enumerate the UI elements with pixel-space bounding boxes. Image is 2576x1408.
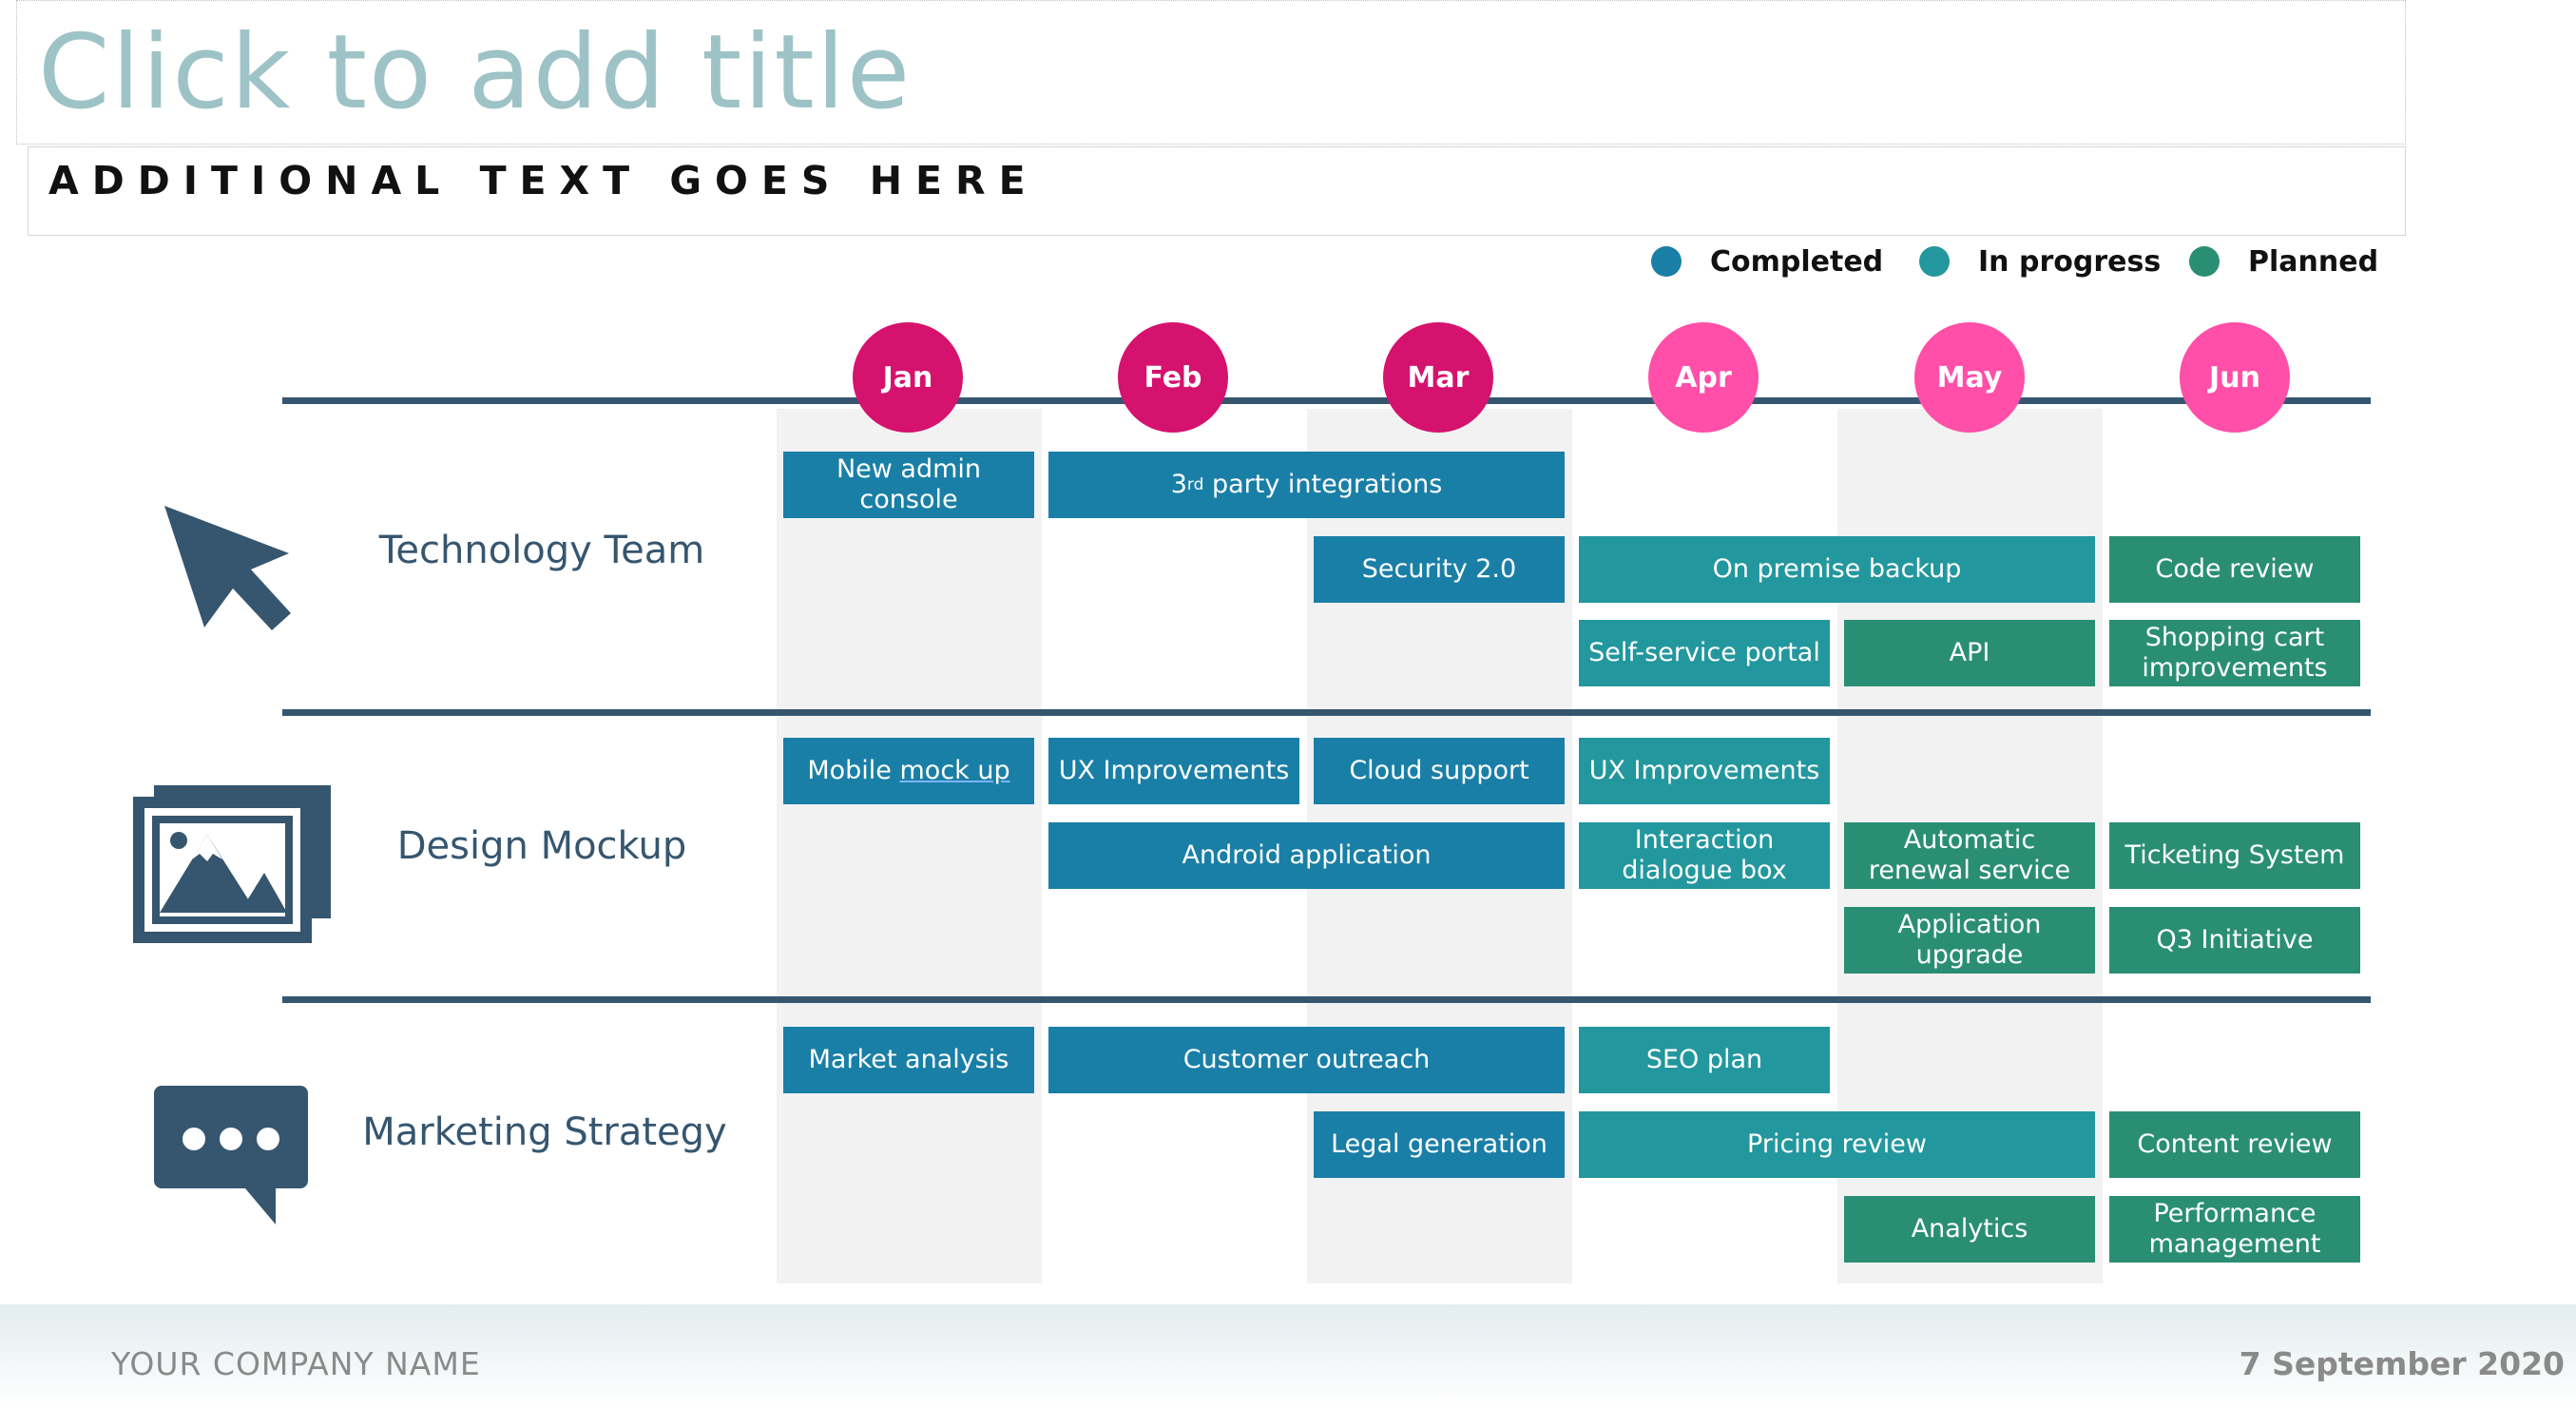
title-placeholder-box[interactable] xyxy=(16,0,2406,145)
month-mar: Mar xyxy=(1383,322,1493,433)
task-ux-improvements-feb[interactable]: UX Improvements xyxy=(1048,738,1299,804)
subtitle-box[interactable] xyxy=(28,146,2406,236)
legend-label-completed: Completed xyxy=(1710,244,1884,279)
company-name[interactable]: YOUR COMPANY NAME xyxy=(111,1345,481,1382)
legend-label-planned: Planned xyxy=(2248,244,2379,279)
task-pricing-review[interactable]: Pricing review xyxy=(1579,1111,2095,1178)
task-market-analysis[interactable]: Market analysis xyxy=(783,1027,1034,1093)
row-divider-2 xyxy=(282,996,2371,1003)
month-apr: Apr xyxy=(1648,322,1759,433)
timeline-line xyxy=(282,397,2371,404)
slide-title[interactable]: Click to add title xyxy=(38,13,913,132)
row-divider-1 xyxy=(282,709,2371,716)
team-label-technology: Technology Team xyxy=(378,529,705,572)
task-api[interactable]: API xyxy=(1844,620,2095,686)
task-content-review[interactable]: Content review xyxy=(2109,1111,2360,1178)
task-automatic-renewal[interactable]: Automatic renewal service xyxy=(1844,822,2095,889)
footer-date[interactable]: 7 September 2020 xyxy=(2239,1345,2565,1382)
task-mobile-underlined: mock up xyxy=(899,755,1010,785)
month-feb: Feb xyxy=(1118,322,1228,433)
task-interaction-dialogue-box[interactable]: Interaction dialogue box xyxy=(1579,822,1830,889)
legend-planned: Planned xyxy=(2189,241,2378,282)
team-label-marketing: Marketing Strategy xyxy=(362,1110,727,1154)
legend-dot-completed xyxy=(1651,246,1682,277)
task-new-admin-console[interactable]: New admin console xyxy=(783,452,1034,518)
chat-bubble-icon xyxy=(154,1086,308,1225)
task-code-review[interactable]: Code review xyxy=(2109,536,2360,603)
task-ticketing-system[interactable]: Ticketing System xyxy=(2109,822,2360,889)
task-third-party-prefix: 3 xyxy=(1170,469,1187,499)
task-analytics[interactable]: Analytics xyxy=(1844,1196,2095,1263)
month-jan: Jan xyxy=(853,322,963,433)
month-may: May xyxy=(1914,322,2025,433)
task-cloud-support[interactable]: Cloud support xyxy=(1314,738,1565,804)
task-ux-improvements-apr[interactable]: UX Improvements xyxy=(1579,738,1830,804)
task-shopping-cart[interactable]: Shopping cart improvements xyxy=(2109,620,2360,686)
task-android-application[interactable]: Android application xyxy=(1048,822,1565,889)
legend-dot-in-progress xyxy=(1919,246,1950,277)
task-self-service-portal[interactable]: Self-service portal xyxy=(1579,620,1830,686)
task-on-premise-backup[interactable]: On premise backup xyxy=(1579,536,2095,603)
footer-band xyxy=(0,1304,2576,1408)
task-mobile-prefix: Mobile xyxy=(807,755,900,785)
legend-dot-planned xyxy=(2189,246,2220,277)
slide-subtitle[interactable]: ADDITIONAL TEXT GOES HERE xyxy=(48,158,1039,203)
task-performance-management[interactable]: Performance management xyxy=(2109,1196,2360,1263)
legend-completed: Completed xyxy=(1651,241,1883,282)
legend-in-progress: In progress xyxy=(1919,241,2161,282)
cursor-icon xyxy=(164,506,291,630)
task-mobile-mock-up[interactable]: Mobile mock up xyxy=(783,738,1034,804)
task-security-2[interactable]: Security 2.0 xyxy=(1314,536,1565,603)
task-customer-outreach[interactable]: Customer outreach xyxy=(1048,1027,1565,1093)
task-q3-initiative[interactable]: Q3 Initiative xyxy=(2109,907,2360,974)
column-shade-jan xyxy=(777,409,1042,1283)
team-label-design: Design Mockup xyxy=(396,824,687,868)
legend-label-in-progress: In progress xyxy=(1978,244,2162,279)
task-legal-generation[interactable]: Legal generation xyxy=(1314,1111,1565,1178)
task-third-party-rest: party integrations xyxy=(1203,469,1443,499)
image-gallery-icon xyxy=(133,785,331,943)
task-application-upgrade[interactable]: Application upgrade xyxy=(1844,907,2095,974)
task-seo-plan[interactable]: SEO plan xyxy=(1579,1027,1830,1093)
month-jun: Jun xyxy=(2180,322,2290,433)
